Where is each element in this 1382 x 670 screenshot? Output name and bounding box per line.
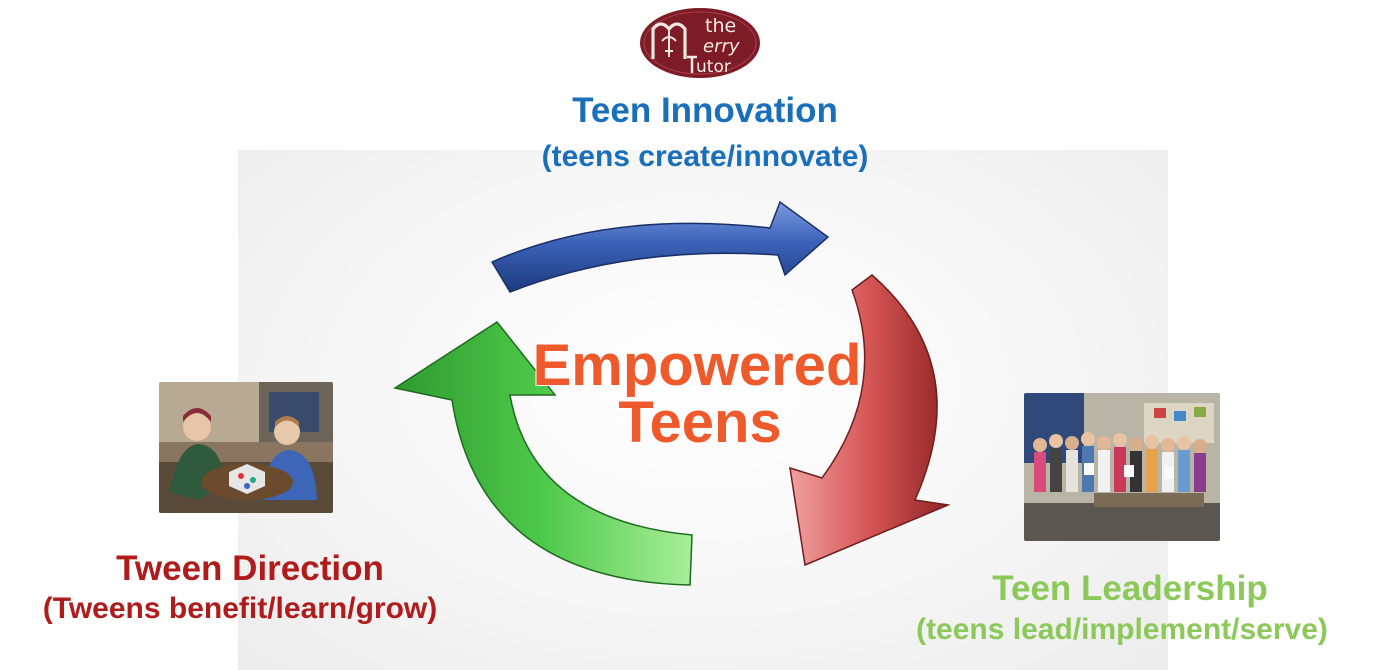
curved-arrow-down-icon: [789, 274, 951, 567]
teen-innovation-subtitle: (teens create/innovate): [541, 140, 869, 173]
teen-leadership-subtitle: (teens lead/implement/serve): [916, 613, 1328, 646]
photo-tweens-playing-game: [159, 382, 333, 513]
logo-text-erry: erry: [703, 36, 740, 57]
teen-innovation-title: Teen Innovation: [572, 91, 838, 130]
tween-direction-title: Tween Direction: [116, 549, 384, 588]
logo-text-the: the: [705, 15, 736, 37]
curved-arrow-right-icon: [490, 200, 830, 293]
merry-tutor-logo: the erry utor: [640, 8, 760, 78]
curved-arrow-up-icon: [393, 321, 693, 586]
tween-direction-subtitle: (Tweens benefit/learn/grow): [42, 592, 438, 625]
logo-text-utor: utor: [696, 57, 731, 77]
photo-group-of-teens: [1024, 393, 1220, 541]
teen-leadership-title: Teen Leadership: [992, 569, 1268, 608]
